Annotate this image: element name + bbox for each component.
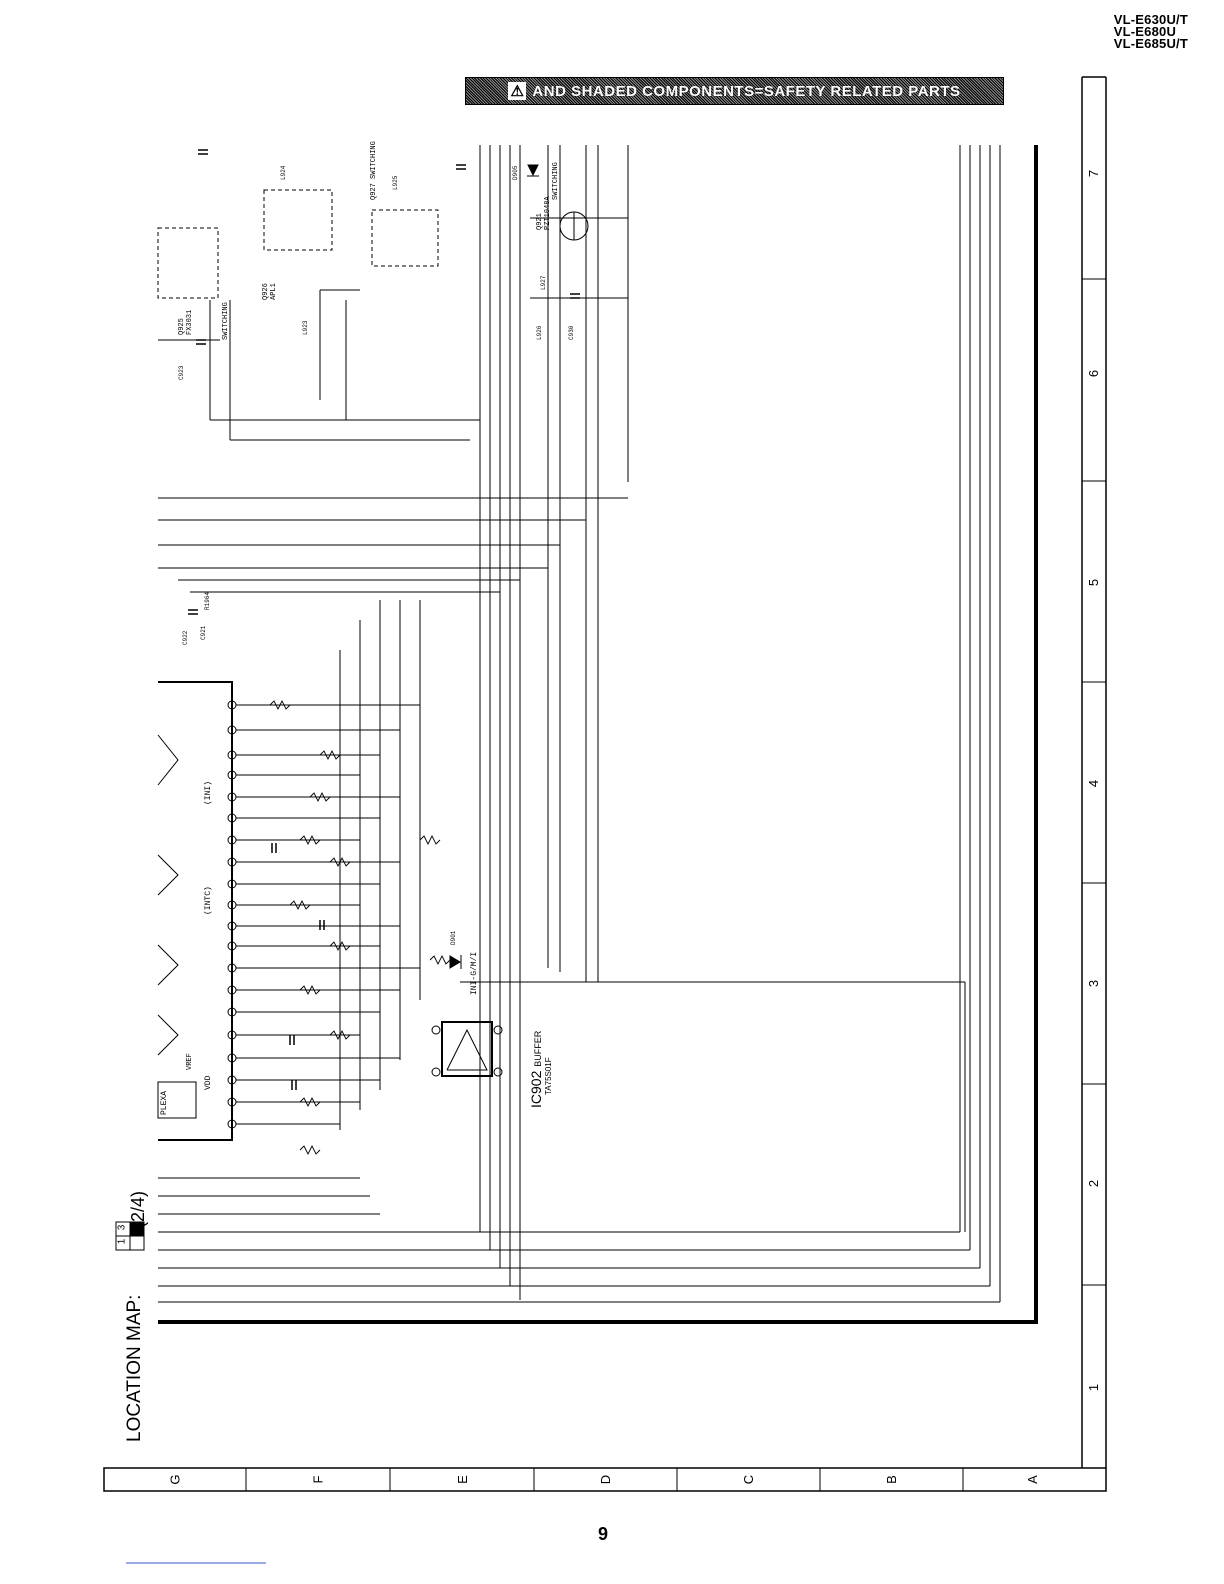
grid-row-label: B [883,1475,899,1484]
q927-label: Q927 SWITCHING [370,141,378,200]
l923-label: L923 [302,320,309,335]
ic902-part: TA75S01F [544,1057,553,1095]
grid-column-label: 2 [1086,1179,1102,1188]
q921-function: SWITCHING [552,162,560,200]
warning-triangle-icon: ⚠ [508,82,527,100]
safety-notice-text: AND SHADED COMPONENTS=SAFETY RELATED PAR… [532,82,961,100]
ic902-label: IC902 BUFFER [528,1030,544,1108]
grid-row-label: G [167,1474,183,1485]
c921-label: C921 [200,625,207,640]
grid-row-label: C [741,1474,757,1485]
q925-package [157,227,219,299]
location-map-cell: 1 [116,1238,128,1245]
model-number: VL-E680U [1113,24,1177,39]
q927-package [371,209,439,267]
l926-label: L926 [536,325,543,340]
intc-label: (INTC) [204,886,213,915]
safety-notice-banner: ⚠ AND SHADED COMPONENTS=SAFETY RELATED P… [465,77,1004,105]
page-number: 9 [598,1524,609,1544]
d901-symbol [449,955,461,969]
r1964-label: R1964 [204,591,211,610]
c922-label: C922 [182,630,189,645]
c923-label: C923 [178,365,185,380]
d901-label: D901 [450,930,457,945]
q926-label: Q926 [262,283,270,300]
grid-row-label: E [454,1475,470,1484]
grid-row-label: D [598,1474,614,1485]
grid-column-label: 1 [1086,1383,1102,1392]
location-map-cell: 3 [116,1224,128,1231]
l927-label: L927 [540,275,547,290]
ini-signal-label: INI-G/M/I [470,951,479,995]
model-numbers: VL-E630U/T VL-E680U VL-E685U/T [1113,12,1188,51]
ground-bus [158,145,1038,1324]
q926-package [263,189,333,251]
q926-part: APL1 [270,283,278,300]
l924-label: L924 [280,165,287,180]
grid-column-label: 5 [1086,578,1102,587]
location-map-label: LOCATION MAP: [124,1294,145,1442]
vref-label: VREF [186,1053,194,1070]
q921-label: Q921 [536,213,544,230]
location-map-page: (2/4) [128,1190,148,1228]
ini-label: (INI) [204,780,213,805]
frame-border [103,1467,1107,1492]
q926-function: SWITCHING [222,302,230,340]
grid-column-label: 7 [1086,169,1102,178]
grid-row-label: F [310,1475,326,1484]
model-number: VL-E630U/T [1113,12,1188,27]
mux-label: PLEXA [160,1090,169,1115]
c930-label: C930 [568,325,575,340]
vdd-label: VDD [204,1075,213,1090]
location-map-cell: 4 [130,1224,142,1231]
grid-column-label: 4 [1086,779,1102,788]
q925-label: Q925 [178,318,186,335]
q921-part: PZT1048A [544,196,552,230]
grid-column-label: 3 [1086,979,1102,988]
model-number: VL-E685U/T [1113,36,1188,51]
grid-row-label: A [1024,1475,1040,1484]
l925-label: L925 [392,175,399,190]
ic902-body [441,1021,493,1077]
main-ic-body [158,681,233,1141]
d905-label: D905 [512,165,519,180]
grid-column-label: 6 [1086,369,1102,378]
q925-part: FX3031 [186,309,194,335]
